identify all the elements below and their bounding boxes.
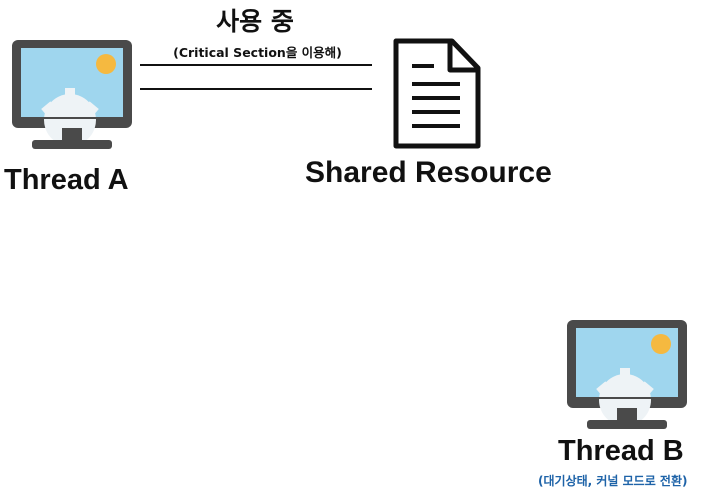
shared-resource-label: Shared Resource (305, 156, 552, 189)
usage-title: 사용 중 (216, 7, 294, 36)
connection-line-top (140, 64, 372, 66)
connection-line-bottom (140, 88, 372, 90)
thread-b-label: Thread B (558, 435, 684, 467)
usage-subtitle: (Critical Section을 이용해) (173, 45, 342, 60)
thread-b-monitor-icon (565, 318, 689, 432)
thread-a-label: Thread A (4, 164, 129, 196)
thread-a-monitor-icon (10, 38, 134, 152)
shared-resource-document-icon (392, 38, 482, 150)
thread-b-wait-note: (대기상태, 커널 모드로 전환) (538, 474, 688, 488)
